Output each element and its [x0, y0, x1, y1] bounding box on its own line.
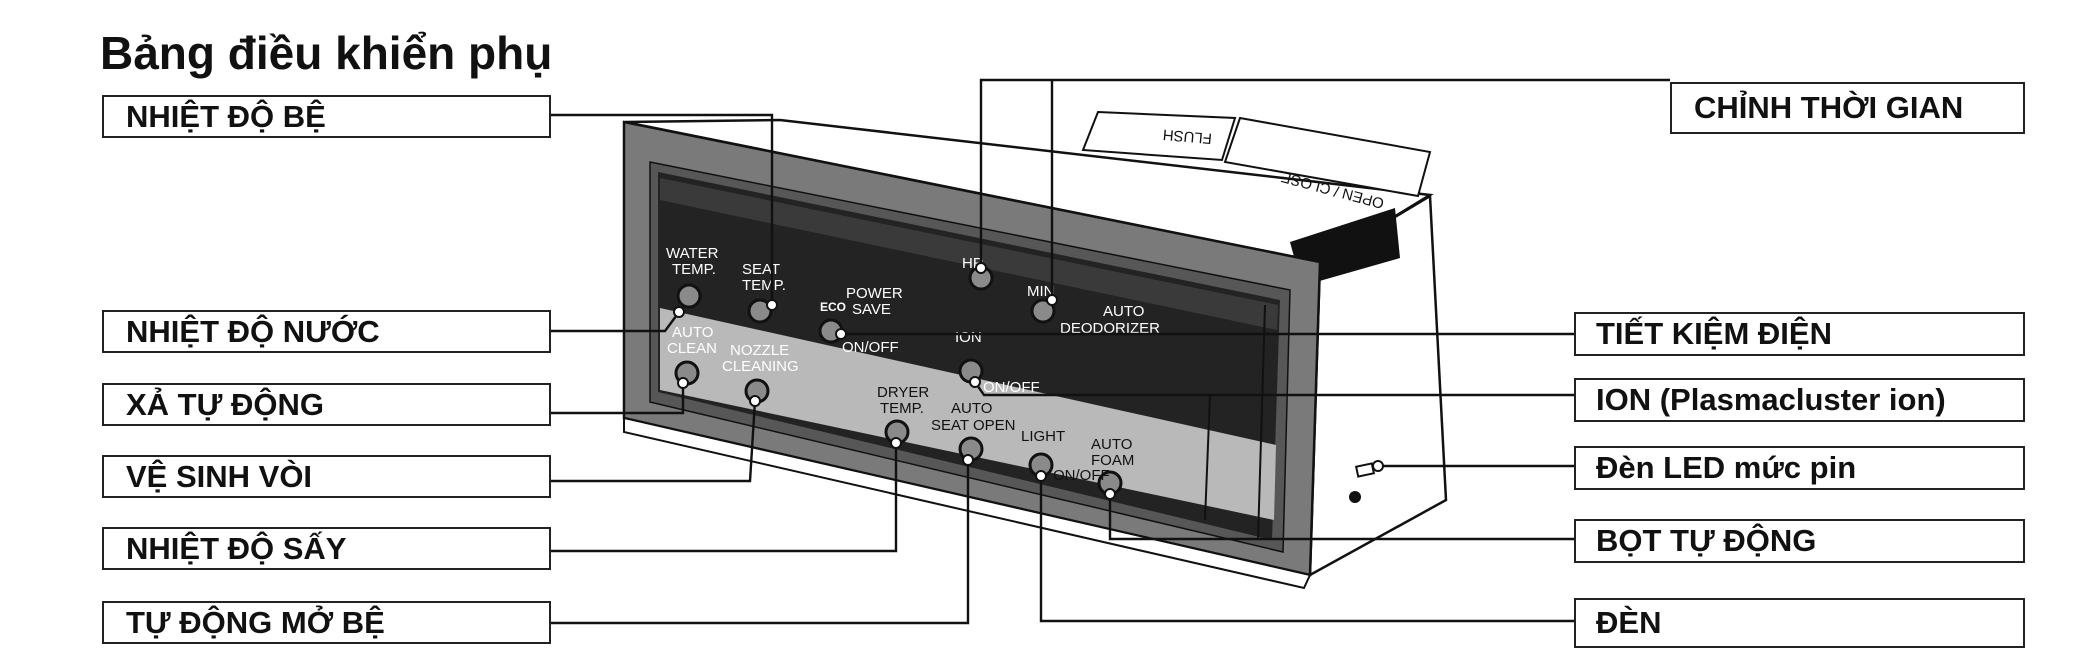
min-button [1030, 298, 1056, 324]
leader-dots [673, 262, 1384, 500]
open-close-button [1223, 116, 1432, 198]
panel-text-power: POWER [846, 285, 903, 302]
panel-text-nozzle: NOZZLE [730, 342, 789, 359]
panel-text-foam-2: FOAM [1091, 452, 1134, 469]
label-auto-foam: BỌT TỰ ĐỘNG [1574, 519, 2025, 563]
panel-text-flush: FLUSH [1162, 126, 1212, 147]
label-power-save: TIẾT KIỆM ĐIỆN [1574, 312, 2025, 356]
panel-text-water: WATER [666, 245, 719, 262]
label-battery-led: Đèn LED mức pin [1574, 446, 2025, 490]
seat-temp-button [747, 298, 773, 324]
panel-text-light: LIGHT [1021, 428, 1065, 445]
water-temp-button [676, 283, 702, 309]
panel-text-deodorizer: AUTO [1103, 303, 1144, 320]
panel-text-dryer: DRYER [877, 384, 929, 401]
label-clock: CHỈNH THỜI GIAN [1670, 82, 2025, 134]
panel-text-seat-2: TEMP. [742, 277, 786, 294]
label-ion: ION (Plasmacluster ion) [1574, 378, 2025, 422]
panel-text-seatopen: AUTO [951, 400, 992, 417]
panel-text-eco: ECO [820, 300, 846, 314]
panel-text-autoclean-2: CLEAN [667, 340, 717, 357]
label-light: ĐÈN [1574, 598, 2025, 648]
panel-text-water-2: TEMP. [672, 261, 716, 278]
panel-text-foam: AUTO [1091, 436, 1132, 453]
panel-text-seatopen-2: SEAT OPEN [931, 417, 1015, 434]
panel-text-light-onoff: ON/OFF [1053, 467, 1110, 484]
diagram-title: Bảng điều khiển phụ [100, 27, 553, 79]
panel-text-ion-onoff: ON/OFF [983, 379, 1040, 396]
label-auto-clean: XẢ TỰ ĐỘNG [102, 383, 551, 426]
panel-text-seat: SEAT [742, 261, 780, 278]
panel-text-deodorizer-2: DEODORIZER [1060, 320, 1160, 337]
panel-text-autoclean: AUTO [672, 324, 713, 341]
panel-text-dryer-2: TEMP. [880, 400, 924, 417]
buttons [674, 265, 1123, 496]
panel-text-ion: ION [955, 329, 982, 346]
label-seat-temp: NHIỆT ĐỘ BỆ [102, 95, 551, 138]
panel-text-save: SAVE [852, 301, 891, 318]
label-nozzle-cleaning: VỆ SINH VÒI [102, 455, 551, 498]
panel-text-nozzle-2: CLEANING [722, 358, 799, 375]
label-water-temp: NHIỆT ĐỘ NƯỚC [102, 310, 551, 353]
panel-text-power-onoff: ON/OFF [842, 339, 899, 356]
flush-button [1081, 110, 1237, 162]
leader-lines [550, 78, 1670, 625]
label-dryer-temp: NHIỆT ĐỘ SẤY [102, 527, 551, 570]
panel-text-min: MIN [1027, 283, 1055, 300]
lower-light-strip [660, 308, 1276, 520]
label-auto-seat-open: TỰ ĐỘNG MỞ BỆ [102, 601, 551, 644]
